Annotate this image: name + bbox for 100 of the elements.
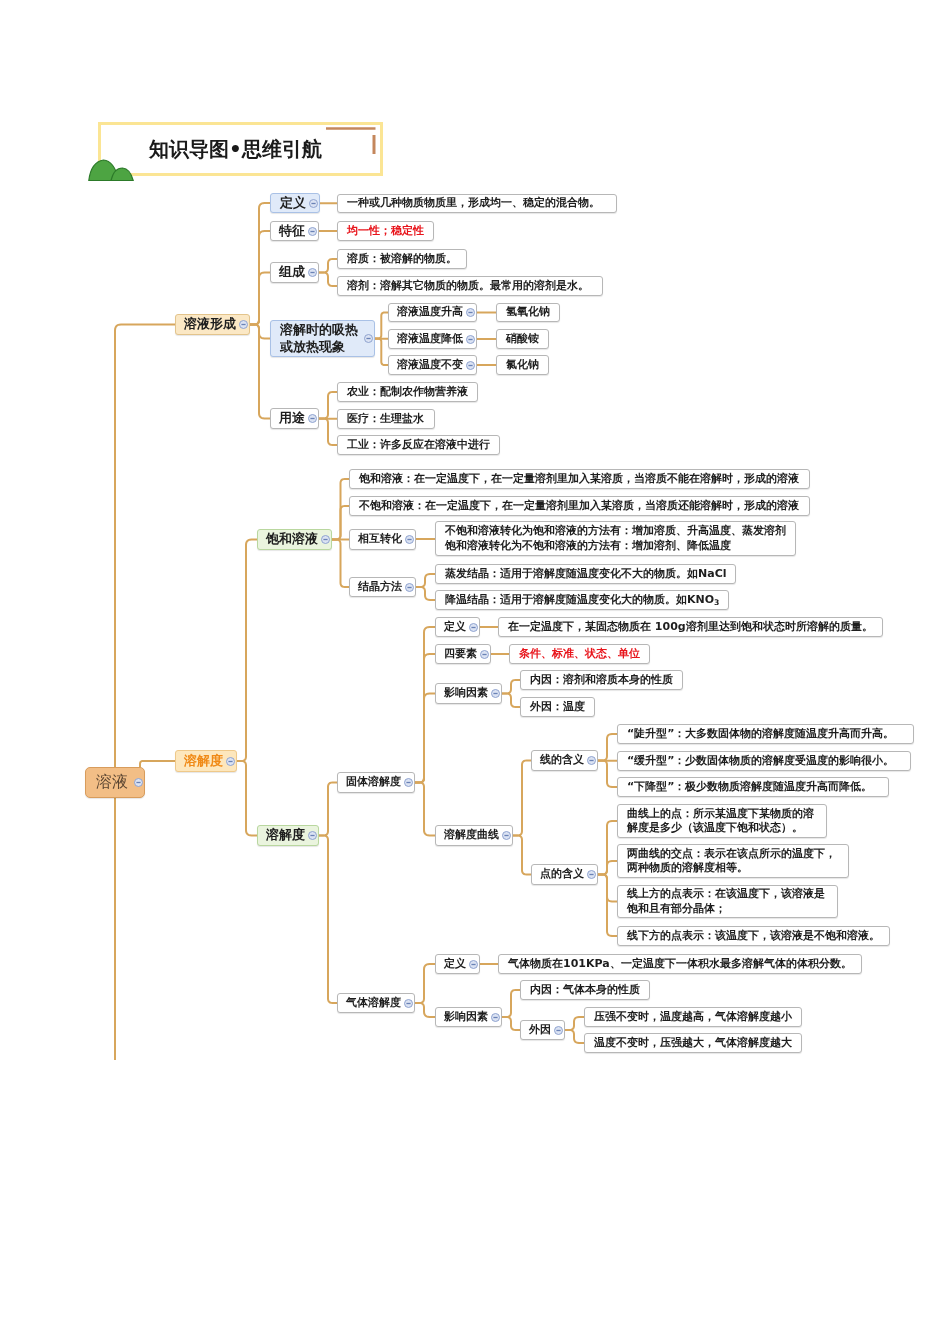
subtopic-box <box>270 221 319 241</box>
note-box <box>584 1033 802 1053</box>
subtopic-box <box>270 262 319 283</box>
connector-line <box>331 538 350 588</box>
note-text: 在一定温度下，某固态物质在 100g溶剂里达到饱和状态时所溶解的质量。 <box>508 619 873 635</box>
topic-label: 相互转化 <box>358 532 402 547</box>
note-box <box>337 276 603 296</box>
note-text: 工业：许多反应在溶液中进行 <box>347 437 490 453</box>
connector-line <box>501 692 521 708</box>
topic-label: 溶液温度不变 <box>397 357 463 373</box>
subtopic-box <box>270 193 320 213</box>
note-box <box>496 303 560 322</box>
topic-label: 四要素 <box>444 646 477 662</box>
note-box <box>349 469 810 489</box>
topic-label: 气体溶解度 <box>346 995 401 1011</box>
topic-box <box>435 644 491 664</box>
topic-label: 固体溶解度 <box>346 775 401 790</box>
topic-box <box>531 750 598 771</box>
connector-line <box>501 1016 521 1031</box>
note-text: 条件、标准、状态、单位 <box>519 646 640 662</box>
topic-label: 特征 <box>279 222 305 240</box>
topic-label: 组成 <box>279 264 305 281</box>
connector-line <box>373 337 389 366</box>
topic-box <box>520 1020 565 1040</box>
note-text: “下降型”：极少数物质溶解度随温度升高而降低。 <box>627 779 873 795</box>
connector-line <box>114 323 176 768</box>
topic-label: 溶液 <box>96 772 128 793</box>
note-text: 两曲线的交点：表示在该点所示的温度下，两种物质的溶解度相等。 <box>627 846 837 876</box>
topic-box <box>435 1007 502 1027</box>
note-text: 氢氧化钠 <box>506 305 550 320</box>
note-box <box>435 590 730 610</box>
note-box <box>520 697 595 717</box>
note-text: 饱和溶液：在一定温度下，在一定量溶剂里加入某溶质，当溶质不能在溶解时，形成的溶液 <box>359 471 799 487</box>
topic-label: 影响因素 <box>444 1009 488 1025</box>
topic-label: 线的含义 <box>540 753 584 768</box>
note-text: 农业：配制农作物营养液 <box>347 384 468 400</box>
connector-line <box>479 963 499 965</box>
topic-box <box>349 577 416 597</box>
topic-label: 影响因素 <box>444 686 488 701</box>
topic-label: 点的含义 <box>540 867 584 882</box>
connector-line <box>249 323 271 420</box>
note-box <box>520 670 683 690</box>
note-box <box>617 804 828 838</box>
note-box <box>496 329 549 349</box>
topic-label: 定义 <box>280 194 306 212</box>
note-box <box>617 885 839 918</box>
note-box <box>337 435 500 455</box>
note-text: 外因：温度 <box>530 699 585 715</box>
topic-box <box>388 329 477 349</box>
topic-label: 溶解度 <box>184 752 223 770</box>
note-box <box>496 355 549 375</box>
note-text: 医疗：生理盐水 <box>347 411 424 427</box>
note-box <box>435 521 796 556</box>
subtopic-box <box>257 529 332 550</box>
note-text: 温度不变时，压强越大，气体溶解度越大 <box>594 1035 792 1051</box>
note-box <box>509 644 650 664</box>
note-box <box>337 382 478 402</box>
connector-line <box>512 834 532 876</box>
note-box <box>337 194 617 213</box>
note-box <box>498 617 883 637</box>
diagram-title: 知识导图•思维引航 <box>149 137 322 161</box>
main-topic <box>175 750 237 772</box>
note-text: “陡升型”：大多数固体物的溶解度随温度升高而升高。 <box>627 726 895 742</box>
topic-box <box>435 825 513 846</box>
connector-line <box>236 760 258 837</box>
topic-label: 结晶方法 <box>358 579 402 595</box>
note-text: 内因：溶剂和溶质本身的性质 <box>530 672 673 688</box>
connector-line <box>139 760 176 768</box>
note-text: “缓升型”：少数固体物质的溶解度受温度的影响很小。 <box>627 753 895 769</box>
connector-line <box>564 1029 585 1044</box>
topic-box <box>435 954 480 974</box>
note-box <box>617 724 914 744</box>
root-topic <box>85 767 145 798</box>
note-box <box>337 221 434 241</box>
subtopic-box <box>270 408 319 429</box>
topic-label: 定义 <box>444 619 466 635</box>
topic-label: 溶解度 <box>266 827 305 844</box>
connector-line <box>479 626 499 628</box>
connector-line <box>597 759 618 788</box>
note-box <box>520 980 650 1000</box>
note-text: 内因：气体本身的性质 <box>530 982 640 998</box>
note-box <box>617 777 889 797</box>
connector-line <box>415 538 436 540</box>
topic-label: 溶液形成 <box>184 316 236 333</box>
connector-line <box>318 271 338 287</box>
note-text: 溶剂：溶解其它物质的物质。最常用的溶剂是水。 <box>347 278 589 294</box>
connector-line <box>318 417 338 446</box>
topic-box <box>435 683 502 704</box>
subtopic-box <box>270 320 375 357</box>
connector-line <box>476 311 497 314</box>
main-topic <box>175 314 250 335</box>
note-text: 线上方的点表示：在该温度下，该溶液是饱和且有部分晶体； <box>627 887 826 916</box>
note-text: 线下方的点表示：该温度下，该溶液是不饱和溶液。 <box>627 928 880 944</box>
topic-label: 饱和溶液 <box>266 531 318 548</box>
connector-line <box>490 653 510 655</box>
topic-box <box>337 993 415 1013</box>
connector-line <box>114 797 116 1061</box>
connector-line <box>476 338 497 340</box>
note-text: 曲线上的点：所示某温度下某物质的溶解度是多少（该温度下饱和状态）。 <box>627 806 815 836</box>
note-box <box>337 249 467 269</box>
